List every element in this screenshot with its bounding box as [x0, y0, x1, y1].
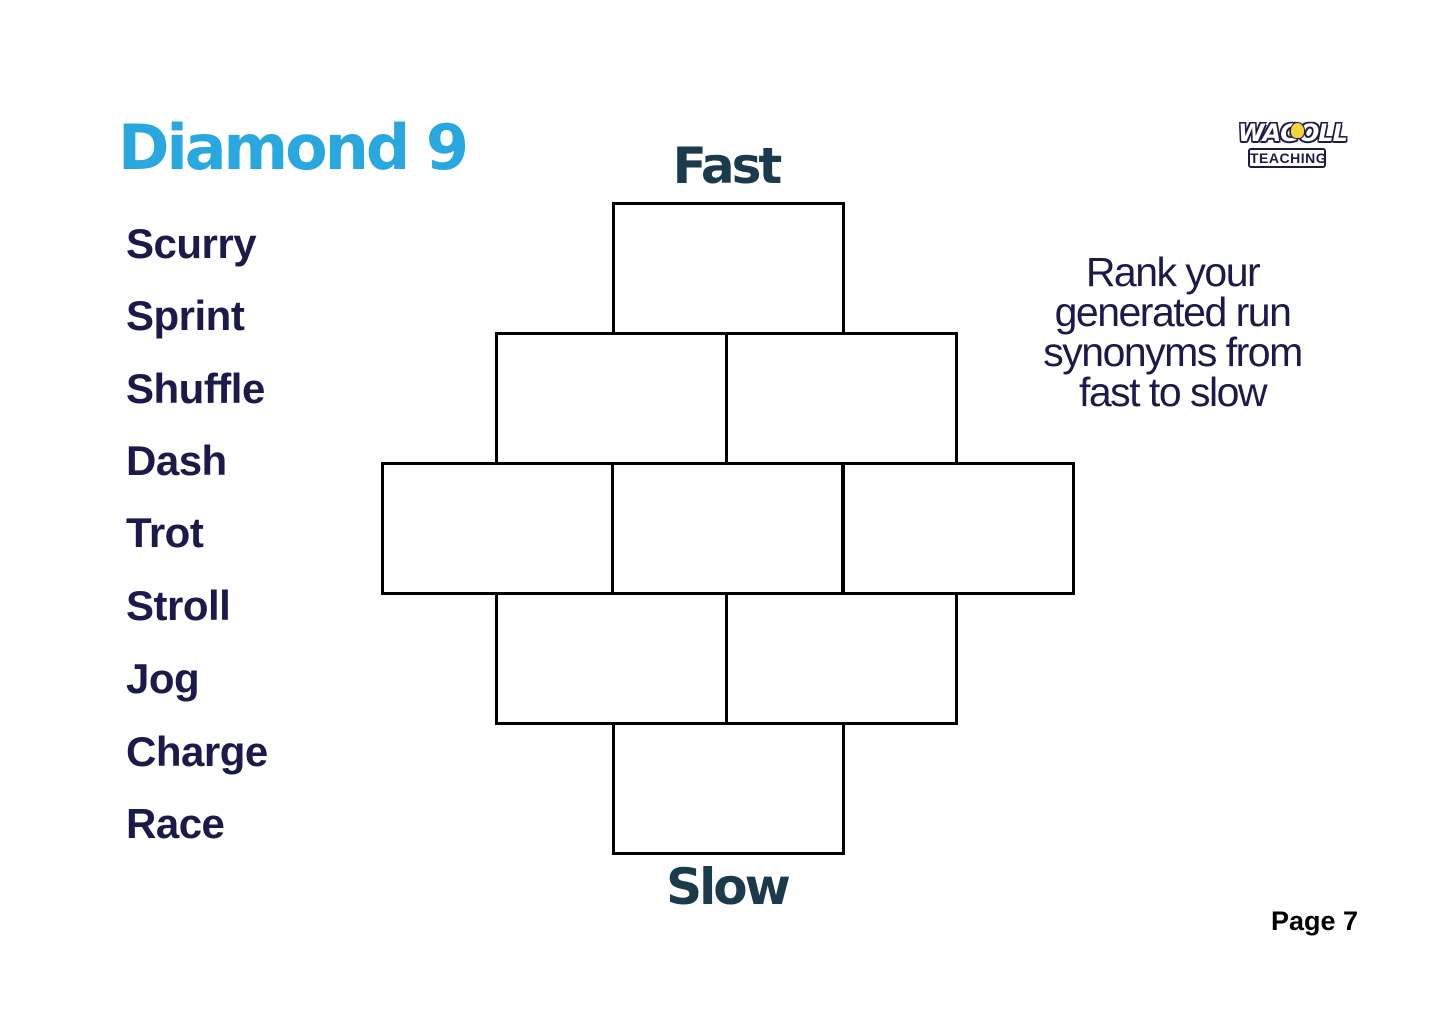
rank-box-2	[495, 332, 728, 465]
rank-box-3	[725, 332, 958, 465]
rank-box-5	[611, 462, 844, 595]
word-item: Scurry	[126, 220, 257, 267]
page-number: Page 7	[1270, 906, 1358, 936]
instructions-text: Rank your generated run synonyms from fa…	[1010, 249, 1335, 415]
rank-box-8	[725, 592, 958, 725]
instructions-line: Rank your	[1085, 249, 1261, 295]
word-item: Sprint	[126, 292, 245, 339]
wagoll-logo: WAGOLL TEACHING	[1238, 118, 1348, 174]
word-item: Jog	[126, 655, 200, 702]
logo-subtitle: TEACHING	[1248, 148, 1328, 168]
fast-label: Fast	[672, 137, 783, 195]
rank-box-4	[381, 462, 614, 595]
instructions-line: generated run	[1054, 289, 1292, 335]
rank-box-6	[842, 462, 1075, 595]
lightbulb-icon	[1290, 122, 1305, 139]
word-item: Trot	[126, 509, 204, 556]
worksheet-title: Diamond 9	[118, 111, 469, 184]
instructions-line: fast to slow	[1078, 369, 1268, 415]
word-item: Race	[126, 800, 225, 847]
logo-wordmark: WAGOLL	[1238, 118, 1348, 148]
rank-box-9	[612, 722, 845, 855]
slow-label: Slow	[666, 858, 791, 916]
word-item: Stroll	[126, 582, 231, 629]
rank-box-7	[495, 592, 728, 725]
word-item: Dash	[126, 437, 227, 484]
word-item: Charge	[126, 728, 268, 775]
instructions-line: synonyms from	[1043, 329, 1303, 375]
rank-box-1	[612, 202, 845, 335]
word-item: Shuffle	[126, 365, 265, 412]
